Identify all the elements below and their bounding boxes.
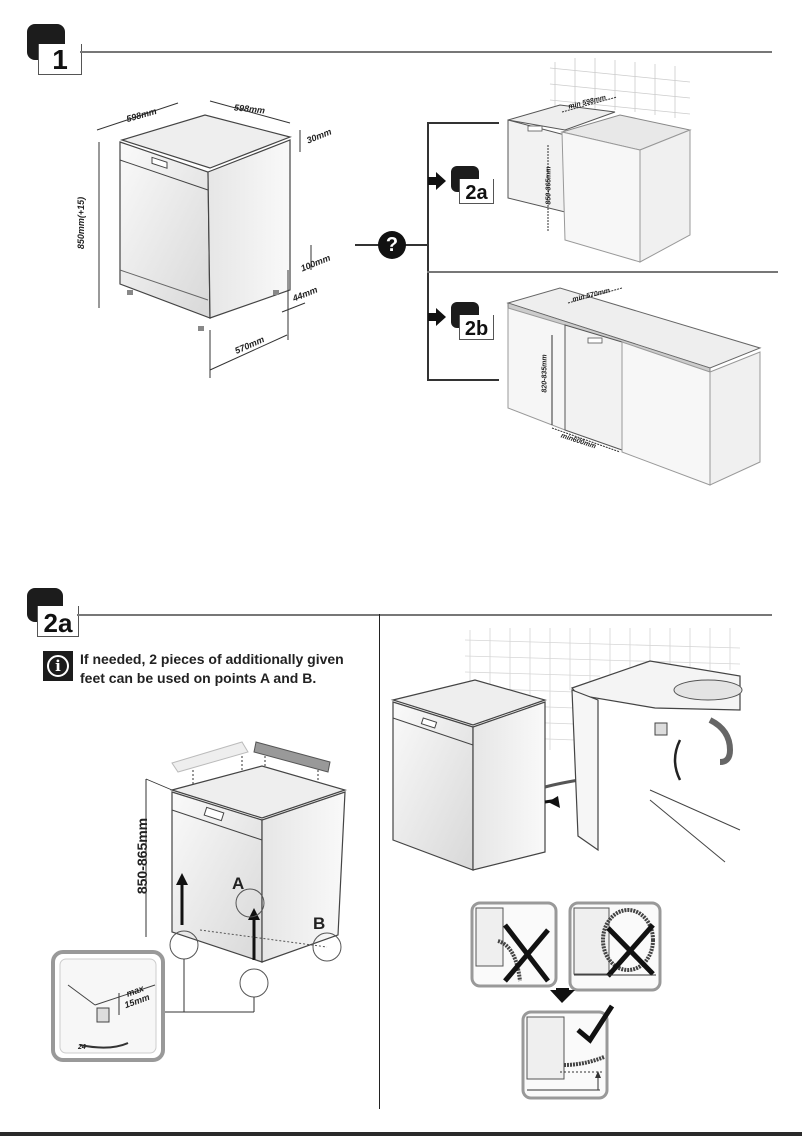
info-icon: i xyxy=(43,651,73,681)
hose-wrong-routing-2 xyxy=(570,903,660,990)
section-1-divider xyxy=(80,51,772,53)
point-b-label: B xyxy=(313,914,326,933)
step-2a-label: 2a xyxy=(37,606,79,637)
section-2a-column-divider xyxy=(379,614,380,1109)
built-in-under-counter-illustration xyxy=(506,287,762,486)
section-2a-divider xyxy=(77,614,772,616)
branch-connector-v xyxy=(427,122,429,380)
question-icon: ? xyxy=(378,231,406,259)
wrench-size-label: 24 xyxy=(78,1044,86,1051)
arrow-to-2a-icon xyxy=(436,172,446,190)
step-1-badge: 1 xyxy=(27,24,83,75)
info-note-text: If needed, 2 pieces of additionally give… xyxy=(80,651,344,686)
option-2b-label: 2b xyxy=(459,315,494,340)
hose-correct-routing xyxy=(523,1012,607,1098)
freestanding-next-to-cabinet-illustration xyxy=(507,58,692,263)
branch-top-line xyxy=(427,122,499,124)
branch-bottom-line xyxy=(427,379,499,381)
hose-wrong-routing-1 xyxy=(472,903,556,986)
branch-divider xyxy=(427,271,778,273)
option-2a-label: 2a xyxy=(459,179,494,204)
step-1-label: 1 xyxy=(38,44,82,75)
option-2b-badge[interactable]: 2b xyxy=(451,302,494,340)
arrow-to-2b-stem xyxy=(428,313,436,321)
arrow-to-2a-stem xyxy=(428,177,436,185)
option-2a-badge[interactable]: 2a xyxy=(451,166,494,204)
step-2a-badge: 2a xyxy=(27,588,83,638)
page-footer-bar xyxy=(0,1132,802,1136)
dishwasher-dimensions-illustration xyxy=(96,100,312,378)
point-a-label: A xyxy=(232,874,245,893)
leveling-feet-illustration xyxy=(51,741,348,1062)
arrow-to-2b-icon xyxy=(436,308,446,326)
